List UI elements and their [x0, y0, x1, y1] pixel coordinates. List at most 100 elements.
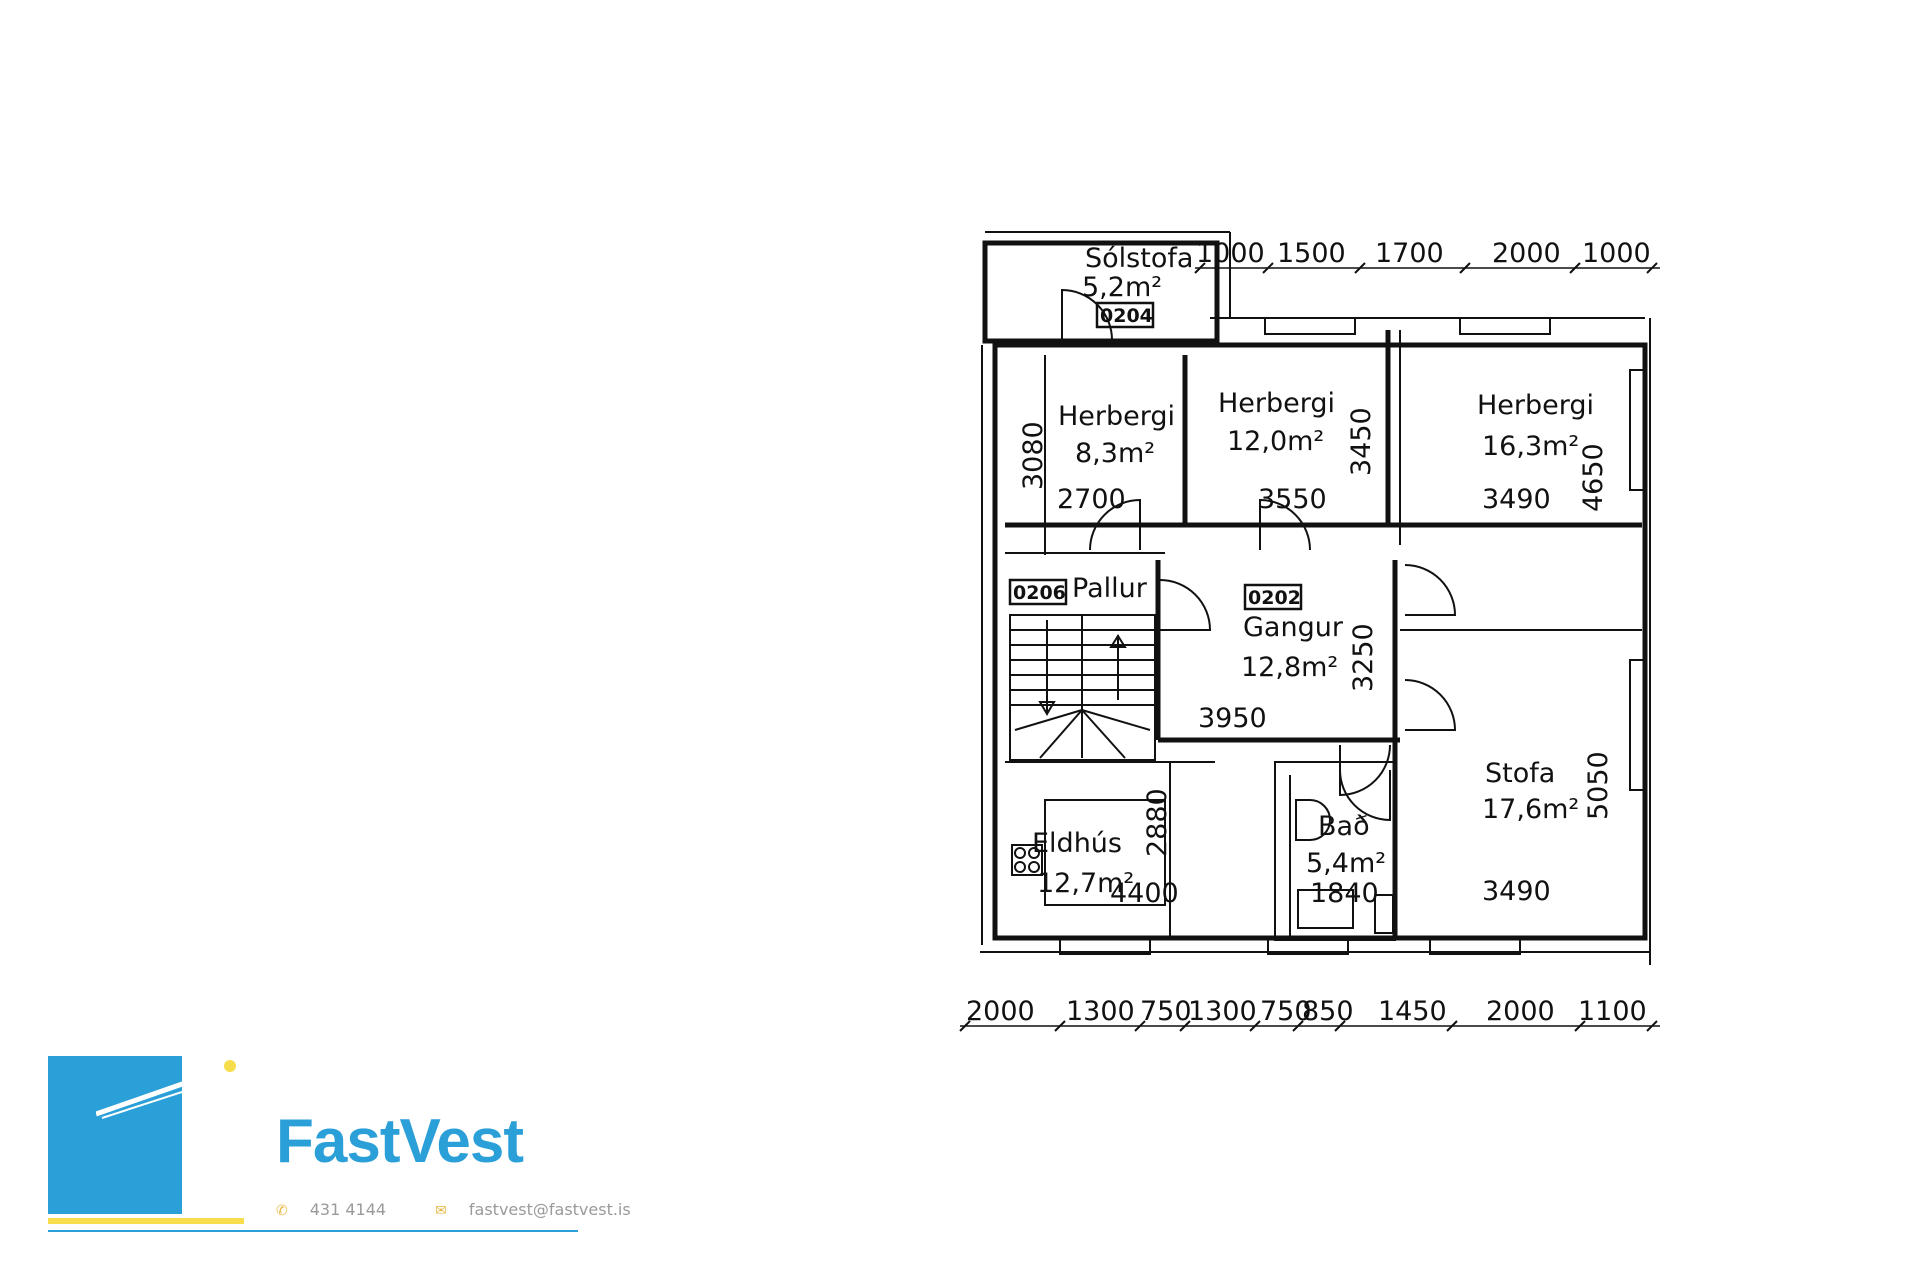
- stove-burner-3: [1014, 861, 1026, 873]
- bottom-dim-1: 1300: [1066, 996, 1135, 1027]
- code-gangur: 0202: [1248, 587, 1301, 609]
- dim-h1-width: 2700: [1057, 484, 1126, 515]
- mail-icon: ✉: [435, 1203, 447, 1219]
- dim-h3-width: 3490: [1482, 484, 1551, 515]
- dim-tick: [1292, 1020, 1304, 1032]
- logo-blue-line: [48, 1230, 578, 1232]
- dim-tick: [1249, 1020, 1261, 1032]
- interior-walls: [1005, 330, 1642, 941]
- dim-tick: [1179, 1020, 1191, 1032]
- window-top-2: [1459, 317, 1551, 335]
- dim-eldhus-width: 4400: [1110, 878, 1179, 909]
- logo-contact: ✆ 431 4144 ✉ fastvest@fastvest.is: [276, 1200, 675, 1219]
- code-box-solstofa: [1095, 301, 1155, 329]
- bottom-dim-3: 1300: [1188, 996, 1257, 1027]
- dim-gangur-height: 3250: [1348, 623, 1379, 692]
- phone-number: 431 4144: [309, 1200, 387, 1219]
- stair-wind-5: [1081, 709, 1151, 731]
- doors: [1061, 288, 1457, 822]
- room-name-herbergi-1: Herbergi: [1058, 401, 1175, 432]
- stair-wind-2: [1039, 709, 1083, 759]
- roof-icon: [96, 1079, 316, 1119]
- room-name-stofa: Stofa: [1485, 758, 1555, 789]
- door-bad: [1339, 769, 1391, 822]
- bottom-dim-5: 850: [1302, 996, 1354, 1027]
- dim-gangur-width: 3950: [1198, 703, 1267, 734]
- email-address: fastvest@fastvest.is: [468, 1200, 631, 1219]
- room-area-herbergi-3: 16,3m²: [1482, 431, 1579, 462]
- dim-tick: [1262, 262, 1274, 274]
- stair-wind-4: [1081, 709, 1126, 759]
- code-solstofa: 0204: [1100, 305, 1153, 327]
- logo-square: [48, 1056, 182, 1214]
- room-codes: 0204 0206 0202: [1008, 301, 1303, 611]
- window-right-2: [1629, 659, 1647, 791]
- dim-tick: [1459, 262, 1471, 274]
- room-name-solstofa: Sólstofa: [1085, 243, 1193, 274]
- stair-arrow-up-head: [1109, 634, 1127, 648]
- stove-burner-1: [1014, 847, 1026, 859]
- window-bottom-2: [1267, 937, 1349, 955]
- phone-icon: ✆: [276, 1203, 288, 1219]
- exterior-walls: [980, 231, 1651, 965]
- dim-h3-height: 4650: [1578, 443, 1609, 512]
- room-area-eldhus: 12,7m²: [1037, 868, 1134, 899]
- fastvest-logo: FastVest ✆ 431 4144 ✉ fastvest@fastvest.is: [48, 1050, 631, 1240]
- dim-tick: [1574, 1020, 1586, 1032]
- stove-burner-2: [1028, 847, 1040, 859]
- top-dim-1: 1500: [1277, 238, 1346, 269]
- top-dim-2: 1700: [1375, 238, 1444, 269]
- inner-dimensions: 3080 2700 3450 3550 4650 3490 3250 3950 …: [1018, 407, 1614, 909]
- room-name-bad: Bað: [1318, 811, 1370, 842]
- top-dim-4: 1000: [1582, 238, 1651, 269]
- bad-walls: [1274, 761, 1396, 941]
- dim-stofa-width: 3490: [1482, 876, 1551, 907]
- room-name-gangur: Gangur: [1243, 612, 1344, 643]
- room-area-gangur: 12,8m²: [1241, 652, 1338, 683]
- bottom-dim-2: 750: [1140, 996, 1192, 1027]
- door-pallur: [1159, 579, 1212, 631]
- dim-tick: [1354, 262, 1366, 274]
- eldhus-counter: [1044, 799, 1166, 906]
- sink-icon: [1297, 889, 1354, 929]
- top-dim-0: 1000: [1196, 238, 1265, 269]
- logo-yellow-bar: [48, 1218, 244, 1224]
- staircase: [1009, 614, 1156, 761]
- room-area-solstofa: 5,2m²: [1082, 272, 1162, 303]
- dim-tick: [1646, 262, 1658, 274]
- dim-tick: [1054, 1020, 1066, 1032]
- room-labels: Sólstofa 5,2m² Herbergi 8,3m² Herbergi 1…: [1032, 243, 1594, 899]
- room-area-herbergi-1: 8,3m²: [1075, 438, 1155, 469]
- code-pallur: 0206: [1013, 582, 1066, 604]
- bottom-dim-0: 2000: [966, 996, 1035, 1027]
- window-right-1: [1629, 369, 1647, 491]
- dim-stofa-height: 5050: [1583, 751, 1614, 820]
- sun-dot-icon: [224, 1060, 236, 1072]
- bathtub-icon: [1295, 799, 1331, 841]
- room-area-bad: 5,4m²: [1306, 848, 1386, 879]
- stair-wind-1: [1014, 709, 1083, 731]
- dim-tick: [1446, 1020, 1458, 1032]
- bottom-dim-8: 1100: [1578, 996, 1647, 1027]
- dim-h2-width: 3550: [1258, 484, 1327, 515]
- door-h2: [1259, 498, 1311, 551]
- bottom-dim-6: 1450: [1378, 996, 1447, 1027]
- toilet-icon: [1374, 894, 1394, 934]
- dim-tick: [1646, 1020, 1658, 1032]
- room-area-stofa: 17,6m²: [1482, 794, 1579, 825]
- room-area-herbergi-2: 12,0m²: [1227, 426, 1324, 457]
- top-dim-3: 2000: [1492, 238, 1561, 269]
- dim-tick: [1334, 1020, 1346, 1032]
- dim-tick: [1569, 262, 1581, 274]
- logo-brand-name: FastVest: [276, 1107, 524, 1176]
- email-contact: ✉ fastvest@fastvest.is: [435, 1200, 653, 1219]
- dimension-chains: 1000 1500 1700 2000 1000 2000 1300 750 1…: [959, 238, 1660, 1032]
- dim-tick: [959, 1020, 971, 1032]
- door-h3: [1404, 564, 1457, 616]
- dim-h2-height: 3450: [1346, 407, 1377, 476]
- top-dim-ticks: [1194, 262, 1658, 274]
- stove-burner-4: [1028, 861, 1040, 873]
- door-solstofa: [1061, 288, 1113, 341]
- room-name-pallur: Pallur: [1072, 573, 1148, 604]
